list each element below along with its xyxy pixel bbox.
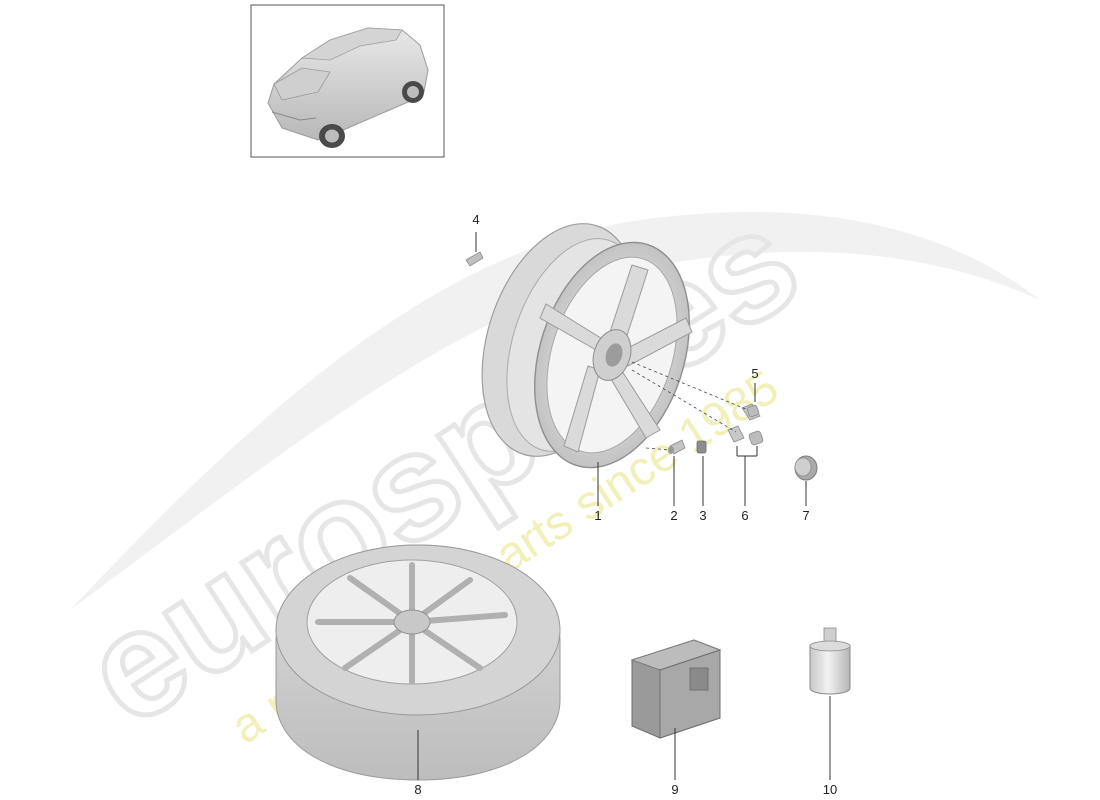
callout-9: 9 <box>671 782 678 797</box>
callout-7: 7 <box>802 508 809 523</box>
callout-4: 4 <box>472 212 479 227</box>
assembly-lines <box>631 361 749 451</box>
balance-weight-icon <box>465 251 484 267</box>
vehicle-thumbnail <box>250 4 445 158</box>
wheel-bolt-icon <box>741 403 761 421</box>
callout-6: 6 <box>741 508 748 523</box>
wheel-spokes <box>539 264 693 453</box>
complete-wheel-with-tyre <box>275 544 561 781</box>
callout-10: 10 <box>823 782 837 797</box>
car-icon <box>267 27 429 148</box>
tyre-repair-compressor-icon <box>630 639 722 739</box>
callout-5: 5 <box>751 366 758 381</box>
valve-icon <box>668 439 686 455</box>
callout-1: 1 <box>594 508 601 523</box>
valve-cap-icon <box>696 440 707 454</box>
callout-leaders <box>417 232 831 780</box>
callout-2: 2 <box>670 508 677 523</box>
callout-8: 8 <box>414 782 421 797</box>
sealant-bottle-icon <box>809 627 851 695</box>
callout-3: 3 <box>699 508 706 523</box>
hub-cap-icon <box>794 455 818 481</box>
callout-labels: 4 1 2 3 5 6 7 8 9 10 <box>414 212 837 797</box>
alloy-wheel <box>481 223 693 469</box>
